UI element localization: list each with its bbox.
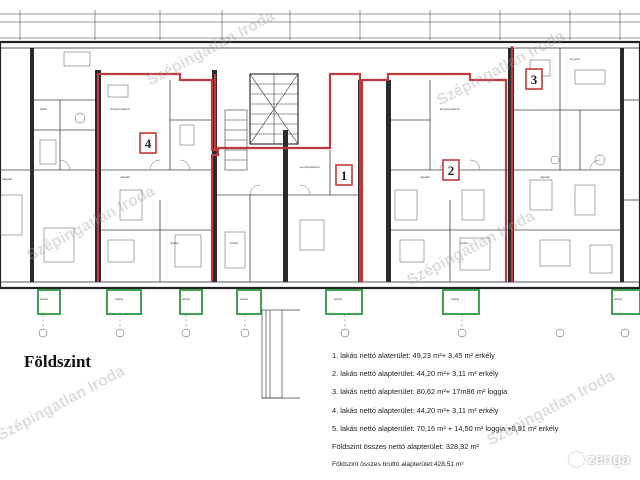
zenga-logo: zenga [569,451,630,468]
svg-text:konyha: konyha [570,57,580,61]
svg-text:nappali: nappali [120,175,130,179]
apartment-4-area: 4. lakás nettó alapterület: 44,20 m²+ 3,… [332,405,499,415]
apartment-3-area: 3. lakás nettó alapterület: 80,62 m²+ 17… [332,387,508,397]
area-summary: 1. lakás nettó alaterület: 49,23 m²+ 3,4… [332,347,632,474]
svg-text:konyha-étkező: konyha-étkező [300,165,320,169]
total-net-area: Földszint összes nettó alapterület: 328,… [332,442,480,452]
svg-text:szoba: szoba [170,241,178,245]
svg-text:nappali: nappali [540,175,550,179]
floor-title: Földszint [24,352,92,371]
svg-text:erkély: erkély [240,297,249,301]
apartment-1-number: 1 [341,168,348,183]
zenga-logo-icon [569,452,585,467]
svg-text:szoba: szoba [230,241,238,245]
zenga-logo-text: zenga [587,451,630,468]
apartment-2-number: 2 [448,163,455,178]
total-gross-area: Földszint összes bruttó alapterület:428,… [332,461,464,469]
apartment-2-area: 2. lakás nettó alapterület: 44,20 m²+ 3,… [332,369,499,379]
svg-text:konyha-étkező: konyha-étkező [440,107,460,111]
apartment-3-marker [525,68,543,90]
apartment-2-marker [442,159,460,181]
svg-text:erkély: erkély [182,297,191,301]
svg-text:erkély: erkély [451,297,460,301]
svg-text:erkély: erkély [334,297,343,301]
apartment-5-area: 5. lakás nettó alapterület: 70,16 m² + 1… [332,423,559,433]
svg-text:szoba: szoba [460,241,468,245]
apartment-4-marker [139,132,157,154]
svg-text:nappali: nappali [2,177,12,181]
svg-text:nappali: nappali [420,175,430,179]
apartment-1-marker [335,164,353,186]
svg-text:erkély: erkély [40,297,49,301]
svg-text:erkély: erkély [614,297,623,301]
svg-text:erkély: erkély [115,297,124,301]
apartment-4-number: 4 [145,136,152,151]
svg-text:konyha-étkező: konyha-étkező [110,107,130,111]
apartment-1-area: 1. lakás nettó alaterület: 49,23 m²+ 3,4… [332,351,495,360]
apartment-3-number: 3 [531,72,538,87]
svg-text:fürdő: fürdő [40,107,47,111]
